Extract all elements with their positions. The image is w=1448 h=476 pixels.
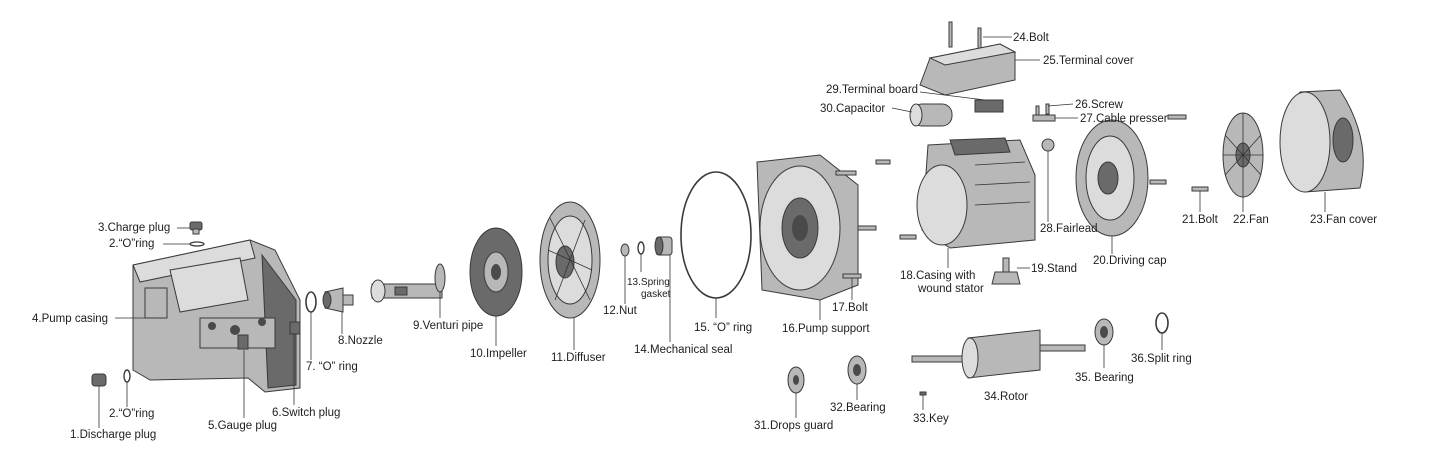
diffuser (539, 201, 601, 319)
o-ring-small-lower (123, 369, 131, 383)
label-o-ring-lower: 2.“O”ring (109, 408, 154, 420)
label-discharge-plug: 1.Discharge plug (70, 429, 156, 441)
label-bolt-21: 21.Bolt (1182, 214, 1219, 226)
o-ring-casing (305, 291, 317, 313)
label-bolt-24: 24.Bolt (1013, 32, 1050, 44)
label-nut: 12.Nut (603, 305, 638, 317)
label-stand: 19.Stand (1031, 263, 1077, 275)
pump-support (756, 154, 859, 301)
label-fairlead: 28.Fairlead (1040, 223, 1098, 235)
label-switch-plug: 6.Switch plug (272, 407, 340, 419)
label-pump-support: 16.Pump support (782, 323, 870, 335)
label-spring-gasket-2: gasket (641, 289, 671, 300)
bolts-terminal-cover (948, 21, 982, 54)
label-diffuser: 11.Diffuser (551, 352, 606, 364)
o-ring-small-upper (189, 241, 205, 247)
label-capacitor: 30.Capacitor (820, 103, 885, 115)
label-impeller: 10.Impeller (470, 348, 527, 360)
label-casing-stator-2: wound stator (917, 283, 984, 295)
label-bearing-35: 35. Bearing (1075, 372, 1134, 384)
label-screw: 26.Screw (1075, 99, 1124, 111)
fairlead (1041, 138, 1055, 152)
label-o-ring-upper: 2.“O”ring (109, 238, 154, 250)
bolts-driving-cap (1149, 114, 1209, 192)
label-fan-cover: 23.Fan cover (1310, 214, 1377, 226)
screw-cable-presser (1032, 103, 1056, 122)
terminal-board (974, 99, 1004, 113)
o-ring-large (680, 171, 752, 299)
rotor (911, 329, 1086, 379)
charge-plug (189, 221, 203, 235)
motor-casing-stator (916, 137, 1036, 249)
capacitor (909, 103, 953, 127)
label-mechanical-seal: 14.Mechanical seal (634, 344, 732, 356)
label-nozzle: 8.Nozzle (338, 335, 383, 347)
terminal-cover (919, 43, 1017, 96)
split-ring (1155, 312, 1169, 334)
label-gauge-plug: 5.Gauge plug (208, 420, 277, 432)
nozzle (322, 287, 354, 313)
label-cable-presser: 27.Cable presser (1080, 113, 1168, 125)
key (919, 391, 927, 396)
leader-lines (98, 36, 1326, 428)
label-drops-guard: 31.Drops guard (754, 420, 833, 432)
label-split-ring: 36.Split ring (1131, 353, 1192, 365)
label-o-ring-7: 7. “O” ring (306, 361, 358, 373)
label-driving-cap: 20.Driving cap (1093, 255, 1167, 267)
impeller (469, 227, 523, 317)
stand (991, 257, 1021, 285)
part-labels: 1.Discharge plug 2.“O”ring 3.Charge plug… (32, 32, 1377, 441)
label-terminal-board: 29.Terminal board (826, 84, 918, 96)
bearing-front (847, 355, 867, 385)
label-terminal-cover: 25.Terminal cover (1043, 55, 1134, 67)
spring-gasket (637, 241, 645, 255)
label-pump-casing: 4.Pump casing (32, 313, 108, 325)
label-bearing-32: 32.Bearing (830, 402, 886, 414)
pump-casing (132, 239, 301, 393)
label-key: 33.Key (913, 413, 949, 425)
label-bolt-17: 17.Bolt (832, 302, 869, 314)
drops-guard (787, 366, 805, 394)
fan (1222, 112, 1264, 198)
bearing-rear (1094, 318, 1114, 346)
label-spring-gasket-1: 13.Spring (627, 277, 670, 288)
discharge-plug (91, 373, 107, 387)
driving-cap (1075, 119, 1149, 237)
label-o-ring-15: 15. “O” ring (694, 322, 752, 334)
venturi-pipe (370, 263, 446, 303)
label-fan: 22.Fan (1233, 214, 1269, 226)
label-venturi-pipe: 9.Venturi pipe (413, 320, 483, 332)
label-casing-stator-1: 18.Casing with (900, 270, 975, 282)
fan-cover (1279, 89, 1364, 193)
label-charge-plug: 3.Charge plug (98, 222, 170, 234)
nut (620, 243, 630, 257)
mechanical-seal (654, 236, 673, 256)
label-rotor: 34.Rotor (984, 391, 1028, 403)
